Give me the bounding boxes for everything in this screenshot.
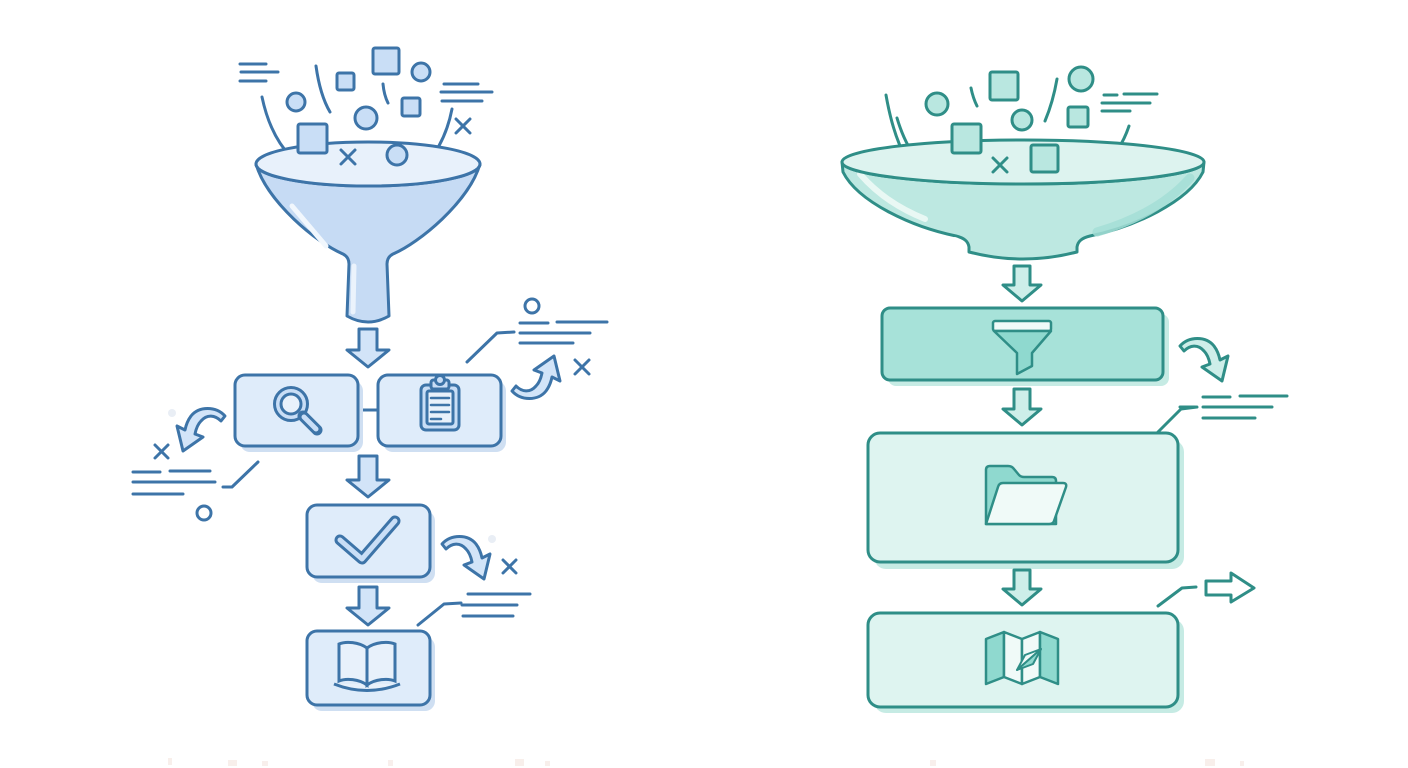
x-mark: [991, 156, 1009, 174]
x-mark: [153, 443, 170, 460]
falling-circle: [1067, 65, 1095, 93]
navigate-stage: [866, 611, 1184, 713]
x-mark: [501, 558, 518, 575]
falling-circle: [924, 91, 950, 117]
falling-square: [988, 70, 1020, 102]
funnel-shading: [1092, 173, 1195, 237]
read-stage: [305, 629, 435, 711]
falling-shapes-left: [285, 46, 472, 167]
angled-tick-line: [465, 330, 516, 364]
organize-stage: [866, 431, 1184, 569]
x-mark: [454, 117, 472, 135]
teal-funnel-rim: [840, 138, 1206, 186]
decor-right-of-row: [465, 297, 609, 400]
falling-square: [950, 122, 983, 155]
small-circle: [523, 297, 541, 315]
flow-arrow-down: [345, 585, 391, 627]
funnel-stem-highlight: [953, 237, 966, 251]
swoosh-arrow-down-right: [440, 535, 492, 581]
falling-square: [400, 96, 422, 118]
speed-lines-top-right: [439, 82, 494, 103]
approve-stage: [305, 503, 518, 583]
funnel-stem-highlight: [350, 263, 357, 315]
faint-dot: [168, 409, 176, 417]
falling-circle: [410, 61, 432, 83]
speed-lines-top-right: [1100, 92, 1159, 113]
falling-square: [296, 122, 329, 155]
blue-funnel: [254, 140, 482, 324]
speed-lines-top-left: [238, 62, 280, 83]
map-compass-icon: [984, 630, 1060, 686]
flow-arrow-down: [345, 327, 391, 369]
swoosh-arrow-up-right: [510, 354, 562, 400]
flow-arrow-down: [1001, 264, 1043, 303]
flow-arrow-down: [1001, 387, 1043, 427]
filter-icon: [991, 319, 1053, 376]
magnifier-icon: [273, 386, 323, 436]
speed-lines: [131, 469, 217, 496]
checkmark-icon: [334, 515, 401, 565]
decor-left-of-row: [131, 407, 260, 522]
angled-tick-line: [1156, 585, 1198, 608]
teal-funnel: [840, 138, 1206, 261]
folder-icon: [984, 464, 1068, 526]
falling-circle: [353, 105, 379, 131]
left-funnel-flow: [131, 46, 609, 711]
small-circle: [195, 504, 213, 522]
falling-square: [1066, 105, 1090, 129]
open-book-icon: [333, 640, 401, 692]
stage-row-search-checklist: [233, 373, 506, 452]
speed-lines: [518, 320, 609, 345]
blue-funnel-rim: [254, 140, 482, 188]
decor-right-of-folder-arrow: [1156, 571, 1256, 608]
angled-tick-line: [416, 601, 463, 627]
swoosh-arrow-down-right: [1178, 337, 1230, 383]
open-right-arrow: [1204, 571, 1256, 604]
filter-stage: [880, 306, 1230, 386]
falling-circle: [385, 143, 409, 167]
speed-lines: [460, 592, 532, 618]
x-mark: [339, 148, 357, 166]
decor-before-book: [416, 592, 532, 627]
funnel-highlight: [289, 203, 329, 249]
compass-needle: [1016, 648, 1042, 671]
flow-arrow-down: [1001, 568, 1043, 607]
angled-tick-line: [221, 460, 260, 489]
falling-shapes-right: [924, 65, 1095, 174]
faint-bottom-marks: [168, 758, 1244, 766]
falling-circle: [285, 91, 307, 113]
faint-dot: [488, 535, 496, 543]
angled-tick-line: [1155, 405, 1199, 435]
falling-square: [1029, 143, 1060, 174]
flow-arrow-down: [345, 454, 391, 499]
falling-square: [335, 71, 356, 92]
swoosh-arrow-down-left: [175, 407, 227, 453]
clipboard-icon: [419, 374, 461, 432]
approve-stage-box: [305, 503, 432, 579]
falling-circle: [1010, 108, 1034, 132]
funnel-highlight: [857, 171, 928, 222]
falling-square: [371, 46, 401, 76]
right-funnel-flow: [840, 65, 1289, 713]
blue-funnel-bowl: [254, 162, 482, 324]
decor-right-of-filter-arrow: [1155, 394, 1289, 435]
x-mark: [573, 358, 591, 376]
